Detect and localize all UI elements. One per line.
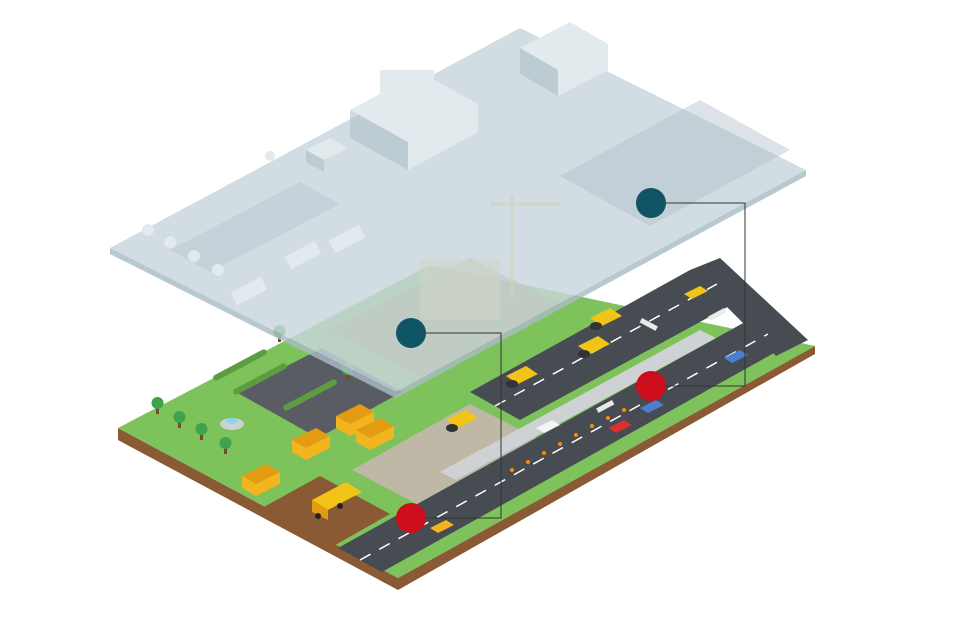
ghost-trees — [142, 151, 275, 276]
ghost-building-right — [520, 22, 608, 96]
road-roller-icon — [506, 366, 538, 388]
road-roller-icon — [590, 308, 622, 330]
gravel-work-zone — [352, 404, 560, 516]
car-icon — [684, 286, 708, 299]
car-icon — [536, 420, 560, 433]
dump-truck-icon — [312, 482, 362, 520]
ghost-buildings — [142, 22, 608, 306]
tree-icon — [219, 437, 232, 454]
site-cabin-icon — [242, 464, 280, 496]
ghost-slab-edge-right — [396, 170, 806, 398]
road-roller-icon — [446, 410, 478, 432]
ghost-upper-layer — [110, 22, 806, 398]
leader-line-lower — [411, 332, 502, 519]
car-icon — [430, 520, 454, 533]
leader-line-upper — [651, 202, 746, 387]
site-cabin-icon — [356, 418, 394, 450]
ground-soil-side-right — [398, 346, 815, 590]
car-icon — [724, 350, 748, 363]
leader-lines — [411, 202, 746, 519]
site-cabins — [242, 404, 394, 496]
ghost-building-small — [306, 138, 348, 172]
circle-marker-icon[interactable] — [396, 503, 426, 533]
ghost-road-2 — [170, 182, 340, 272]
ghost-slab — [110, 28, 806, 392]
lane-markings — [359, 283, 769, 561]
site-cabin-icon — [292, 428, 330, 460]
traffic-cones — [510, 408, 626, 472]
car-icon — [640, 400, 664, 413]
cars — [430, 286, 748, 533]
ghost-building-main — [350, 70, 478, 170]
road-barriers — [596, 308, 727, 413]
sidewalk-strip — [440, 330, 716, 480]
ghost-slab-edge — [110, 248, 396, 398]
fountain-icon — [220, 418, 244, 430]
circle-marker-icon[interactable] — [636, 188, 666, 218]
tree-icon — [195, 423, 208, 440]
junction-road — [690, 258, 808, 356]
tree-icon — [173, 411, 186, 428]
road-roller-icon — [578, 336, 610, 358]
construction-machines — [312, 308, 622, 520]
park-trees — [151, 325, 354, 454]
tree-icon — [151, 397, 164, 414]
ghost-road — [560, 100, 790, 226]
layer-markers — [396, 188, 666, 533]
hedge-row — [213, 349, 337, 411]
circle-marker-icon[interactable] — [636, 371, 666, 401]
circle-marker-icon[interactable] — [396, 318, 426, 348]
car-icon — [608, 420, 632, 433]
ground-soil-side — [118, 428, 398, 590]
ghost-cabins — [230, 224, 366, 306]
